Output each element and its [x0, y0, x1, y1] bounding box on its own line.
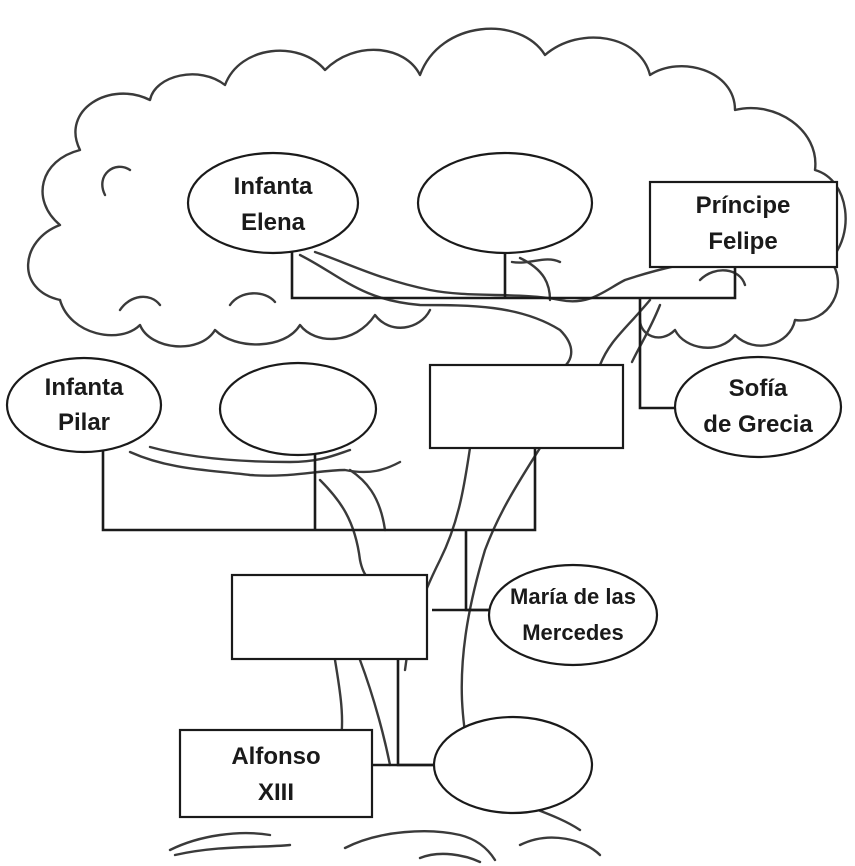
parent-blank-box-shape: [428, 363, 625, 450]
alfonso-xiii-line1: Alfonso: [231, 743, 320, 770]
infanta-pilar-line2: Pilar: [58, 409, 110, 436]
infanta-elena-line2: Elena: [241, 209, 306, 236]
parent-blank-oval-shape: [218, 361, 378, 457]
sofia-de-grecia-line1: Sofía: [729, 375, 788, 402]
maria-de-las-mercedes-line2: Mercedes: [522, 620, 624, 645]
node-sofia-de-grecia: Sofía de Grecia: [673, 355, 843, 459]
node-great-grandparent-blank-oval: [432, 715, 594, 815]
sibling-blank-oval: [416, 151, 594, 255]
sofia-de-grecia-oval: [673, 355, 843, 459]
infanta-elena-line1: Infanta: [234, 173, 313, 200]
node-infanta-elena: Infanta Elena: [186, 151, 360, 255]
maria-de-las-mercedes-oval: [487, 563, 659, 667]
node-parent-blank-box: [428, 363, 625, 450]
great-grandparent-blank-oval-shape: [432, 715, 594, 815]
node-sibling-blank: [416, 151, 594, 255]
node-parent-blank-oval: [218, 361, 378, 457]
principe-felipe-line1: Príncipe: [696, 192, 791, 219]
node-principe-felipe: Príncipe Felipe: [648, 180, 839, 269]
node-maria-de-las-mercedes: María de las Mercedes: [487, 563, 659, 667]
principe-felipe-line2: Felipe: [708, 228, 777, 255]
infanta-elena-oval: [186, 151, 360, 255]
alfonso-xiii-line2: XIII: [258, 779, 294, 806]
alfonso-xiii-box: [178, 728, 374, 819]
genealogy-connectors: [101, 250, 737, 767]
maria-de-las-mercedes-line1: María de las: [510, 584, 636, 609]
node-grandparent-blank-box: [230, 573, 429, 661]
infanta-pilar-line1: Infanta: [45, 374, 124, 401]
node-alfonso-xiii: Alfonso XIII: [178, 728, 374, 819]
tree-crown-outline: [26, 27, 847, 349]
infanta-pilar-oval: [5, 356, 163, 454]
node-infanta-pilar: Infanta Pilar: [5, 356, 163, 454]
principe-felipe-box: [648, 180, 839, 269]
grandparent-blank-box-shape: [230, 573, 429, 661]
sofia-de-grecia-line2: de Grecia: [703, 411, 813, 438]
